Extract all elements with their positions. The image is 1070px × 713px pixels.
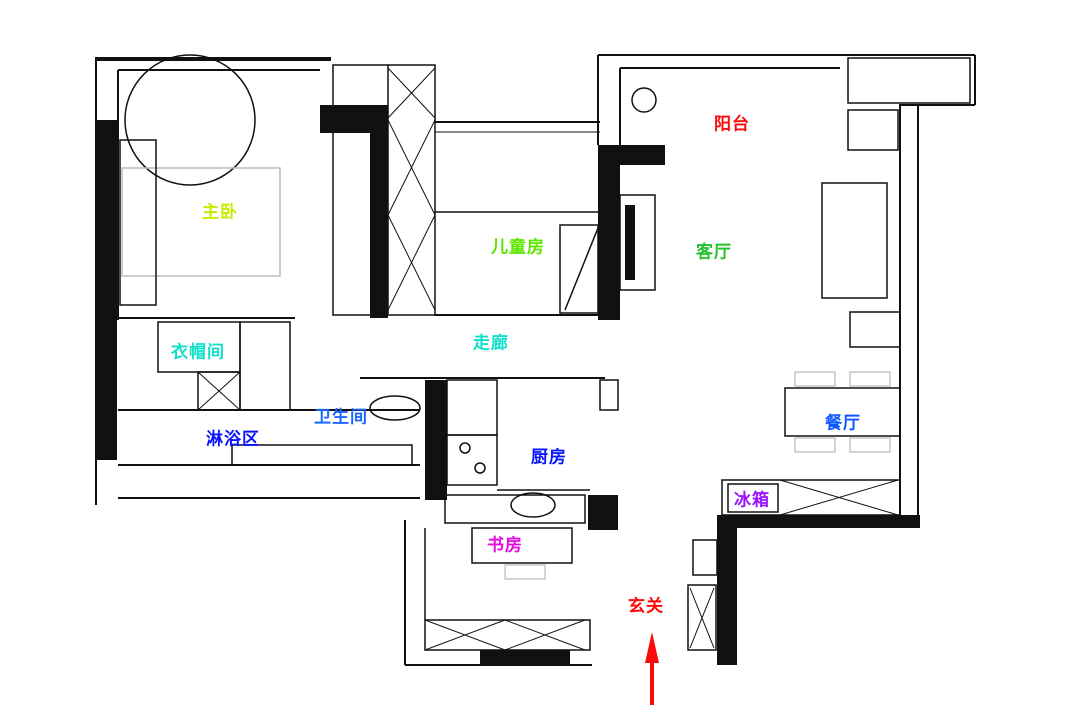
room-label-corridor: 走廊 [473, 333, 509, 354]
room-label-master-bedroom: 主卧 [202, 202, 238, 223]
room-label-walk-in-closet: 衣帽间 [171, 342, 225, 363]
living-area-walls [597, 54, 976, 665]
kids-room-walls [435, 121, 600, 316]
room-label-kitchen: 厨房 [531, 447, 567, 468]
room-label-bathroom: 卫生间 [314, 407, 368, 428]
room-label-living-room: 客厅 [696, 242, 732, 263]
room-label-study: 书房 [487, 535, 523, 556]
kitchen-bath-walls [360, 377, 619, 530]
room-label-dining-room: 餐厅 [825, 413, 861, 434]
entrance-arrow-icon [645, 632, 659, 705]
room-label-fridge: 冰箱 [734, 490, 770, 511]
room-label-kids-room: 儿童房 [491, 237, 545, 258]
room-label-shower-area: 淋浴区 [206, 429, 260, 450]
master-bedroom-walls [95, 54, 420, 505]
study-walls [404, 520, 592, 666]
cabinet-column [320, 64, 436, 318]
room-label-entrance: 玄关 [628, 596, 664, 617]
room-label-balcony: 阳台 [714, 114, 750, 135]
